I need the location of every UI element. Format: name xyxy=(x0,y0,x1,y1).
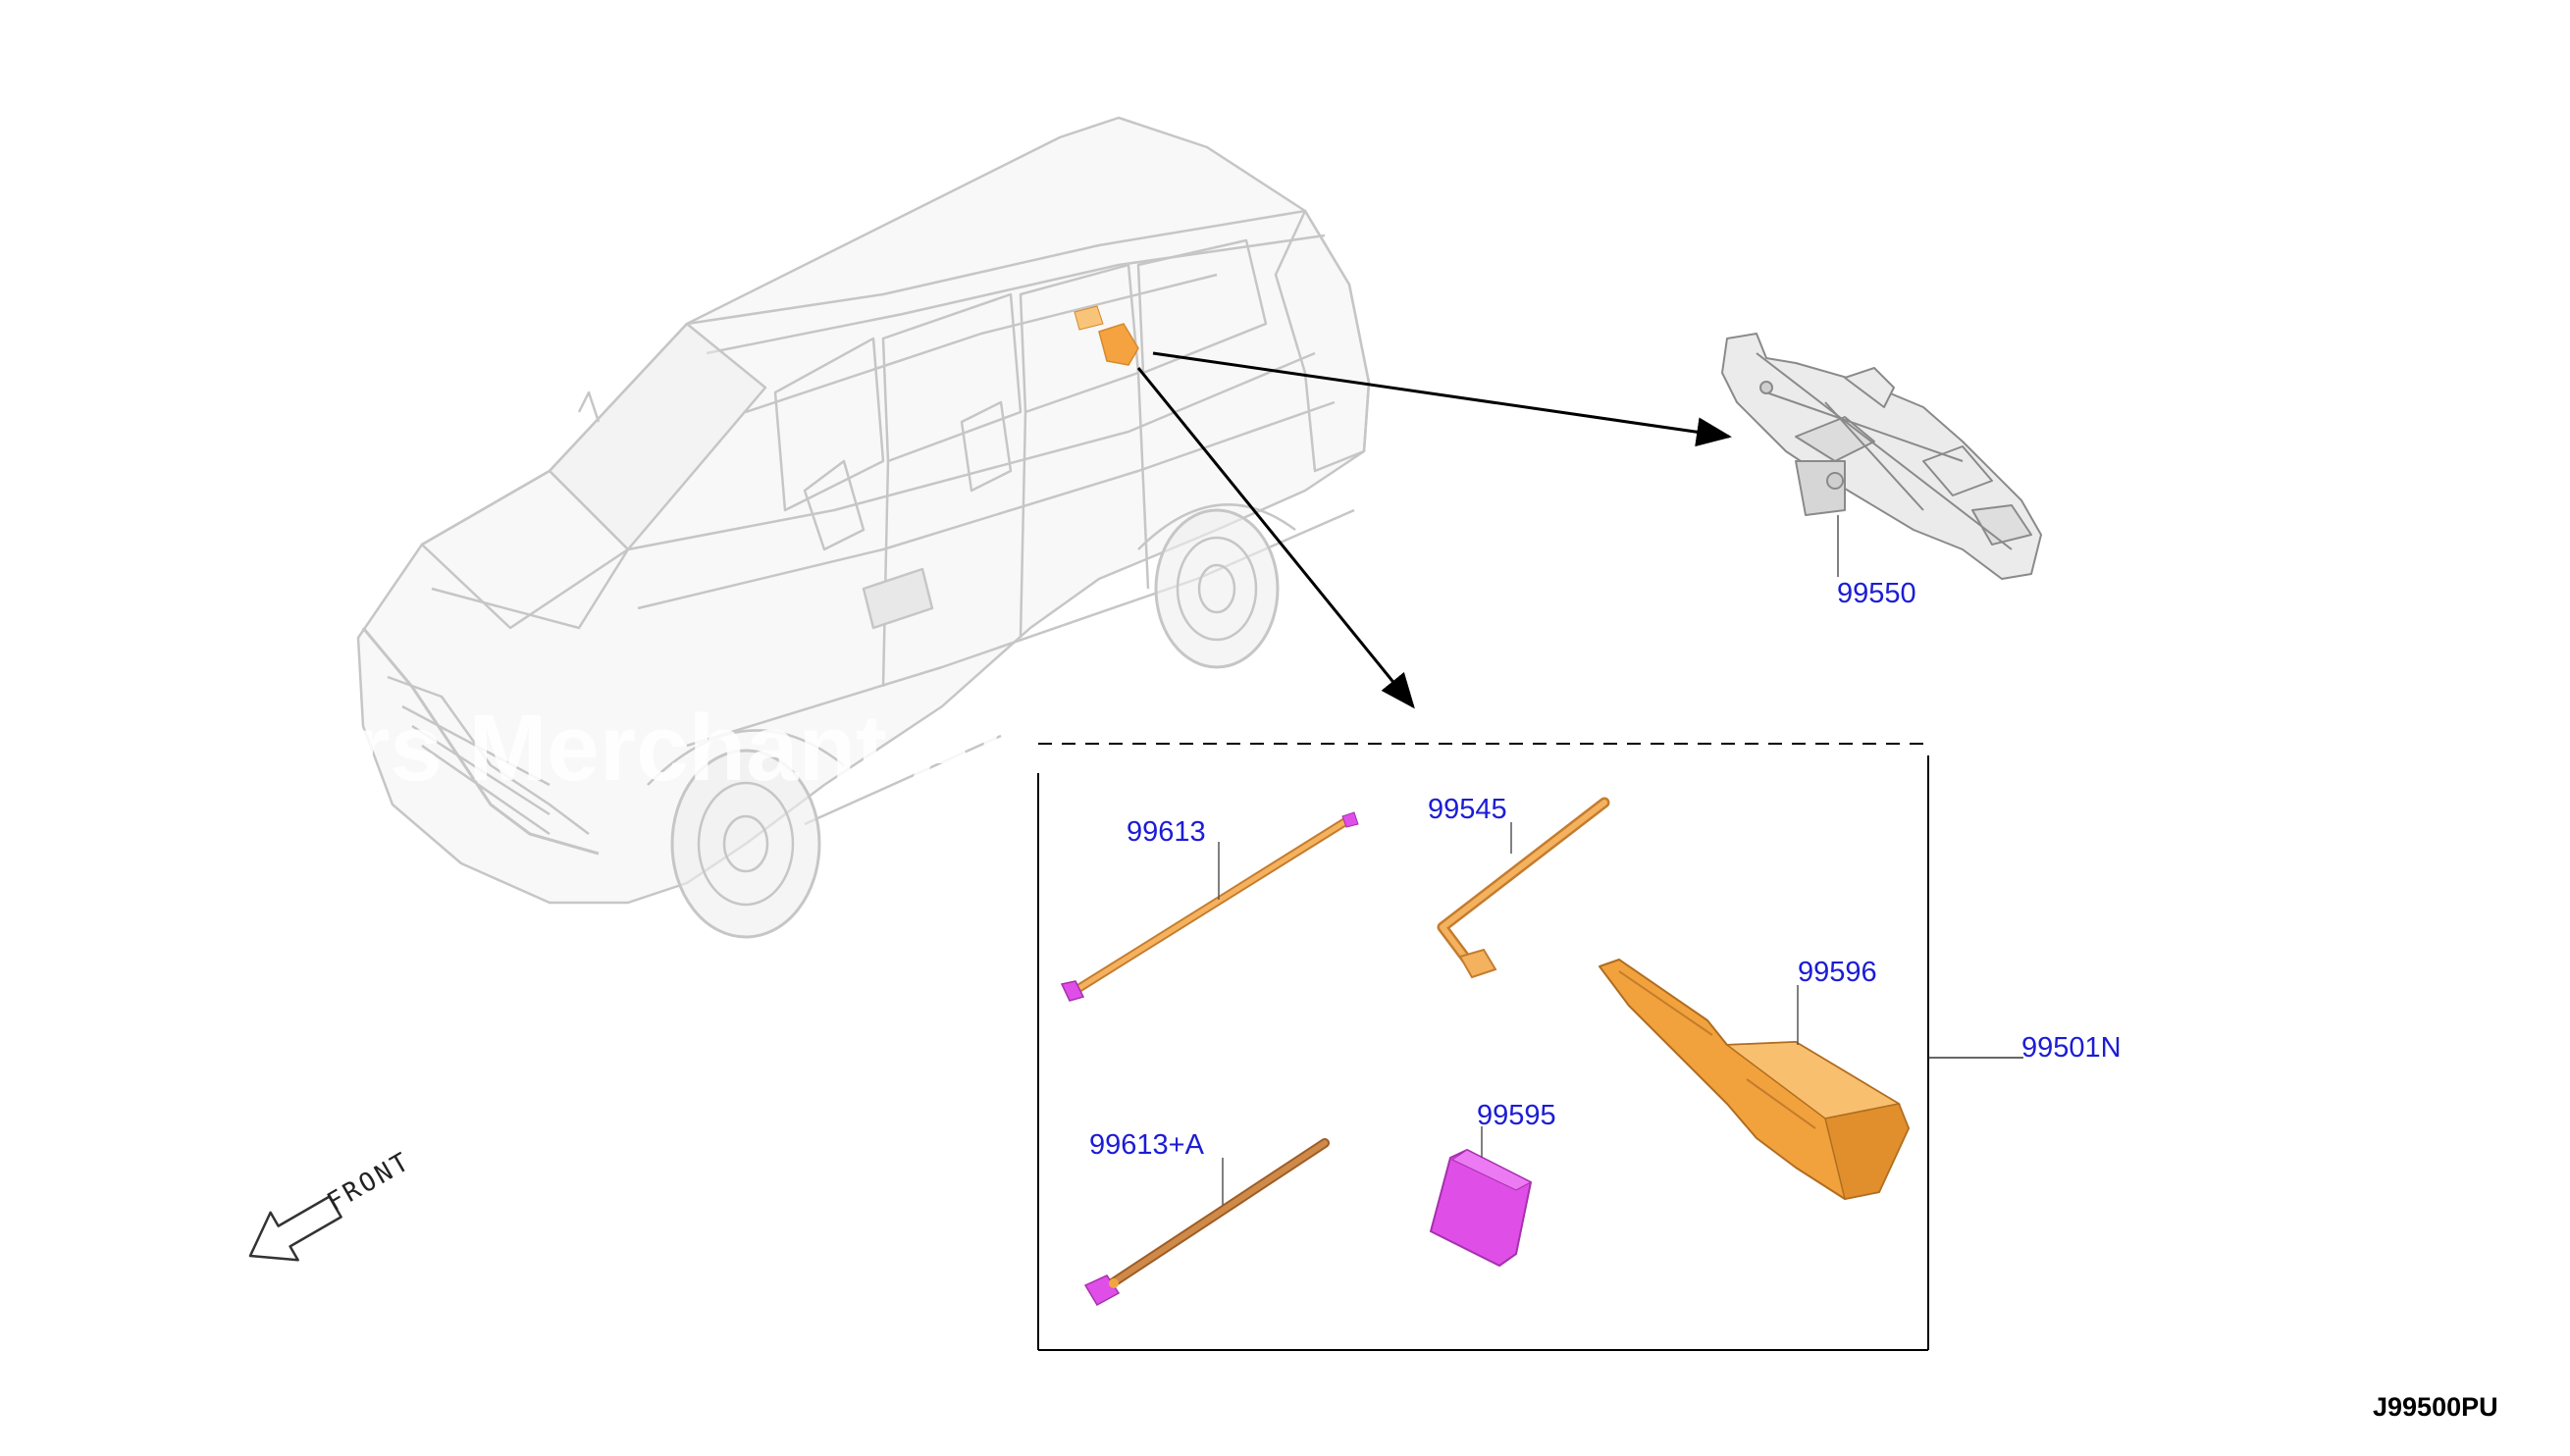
tool-kit-box xyxy=(1037,743,1929,1351)
callout-99550: 99550 xyxy=(1837,578,1916,609)
scissor-jack xyxy=(1721,333,2042,580)
front-arrow-icon xyxy=(248,1195,342,1262)
callout-99545: 99545 xyxy=(1428,794,1507,825)
wrench-extension-a-part xyxy=(1083,1138,1330,1307)
callout-99613-a: 99613+A xyxy=(1089,1129,1205,1161)
wheel-wrench-extension-part xyxy=(1060,811,1359,1002)
tool-location-highlight xyxy=(1074,305,1139,366)
tool-bag-part xyxy=(1599,959,1910,1200)
jack-handle-part xyxy=(1437,797,1610,979)
callout-99613: 99613 xyxy=(1127,816,1206,848)
pad-part xyxy=(1430,1149,1533,1267)
front-label: FRONT xyxy=(323,1146,417,1218)
callout-99596: 99596 xyxy=(1798,957,1877,988)
leader-arrow-to-toolkit xyxy=(1136,367,1415,709)
callout-99595: 99595 xyxy=(1477,1100,1556,1131)
callout-99501N: 99501N xyxy=(2021,1032,2122,1064)
watermark: rs Merchant Au xyxy=(353,696,1035,801)
leader-arrow-to-jack xyxy=(1152,351,1732,447)
illustration-code: J99500PU xyxy=(2373,1392,2498,1422)
vehicle-illustration xyxy=(356,116,1371,939)
